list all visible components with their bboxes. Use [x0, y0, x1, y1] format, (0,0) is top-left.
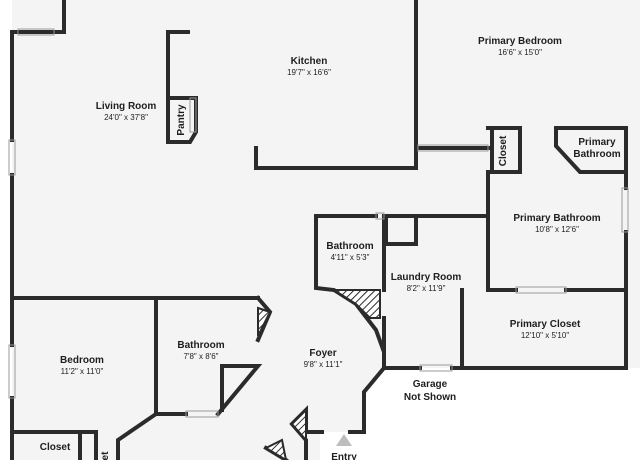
pantry-label: Pantry: [176, 104, 187, 136]
kitchen-label: Kitchen: [291, 56, 328, 67]
hatched-counter: [330, 289, 381, 319]
bathroom-center-dims: 4'11" x 5'3": [331, 253, 370, 262]
laundry-room-dims: 8'2" x 11'9": [407, 284, 446, 293]
garage-line1: Garage: [413, 379, 448, 390]
closet-upper-label: Closet: [498, 135, 509, 166]
laundry-room-label: Laundry Room: [391, 272, 462, 283]
foyer-label: Foyer: [309, 348, 336, 359]
primary-bathroom-label: Primary Bathroom: [513, 213, 600, 224]
kitchen-dims: 19'7" x 16'6": [287, 68, 331, 77]
primary-bathroom-dims: 10'8" x 12'6": [535, 225, 579, 234]
primary-closet-label: Primary Closet: [510, 319, 581, 330]
bathroom-left-label: Bathroom: [177, 340, 224, 351]
bedroom-dims: 11'2" x 11'0": [61, 367, 104, 376]
foyer-dims: 9'8" x 11'1": [304, 360, 343, 369]
closet-partial-label: et: [100, 451, 111, 460]
bathroom-center-label: Bathroom: [326, 241, 373, 252]
bathroom-left-dims: 7'8" x 8'6": [184, 352, 219, 361]
primary-bedroom-dims: 16'6" x 15'0": [498, 48, 542, 57]
primary-bedroom-label: Primary Bedroom: [478, 36, 562, 47]
hatched-shelf-bath: [257, 306, 272, 337]
hatched-shelf-entry-low: [263, 438, 288, 460]
windows: [8, 28, 629, 418]
primary-bathroom-small-line2: Bathroom: [573, 149, 620, 160]
hatched-shelf-entry: [290, 407, 307, 443]
entry-label: Entry: [331, 452, 357, 460]
entry-arrow-icon: [336, 434, 352, 446]
walls: [10, 0, 628, 460]
closet-lower-label: Closet: [40, 442, 71, 453]
primary-closet-dims: 12'10" x 5'10": [521, 331, 569, 340]
garage-line2: Not Shown: [404, 392, 456, 403]
bedroom-label: Bedroom: [60, 355, 104, 366]
primary-bathroom-small-line1: Primary: [578, 137, 616, 148]
living-room-label: Living Room: [96, 101, 157, 112]
living-room-dims: 24'0" x 37'8": [104, 113, 148, 122]
